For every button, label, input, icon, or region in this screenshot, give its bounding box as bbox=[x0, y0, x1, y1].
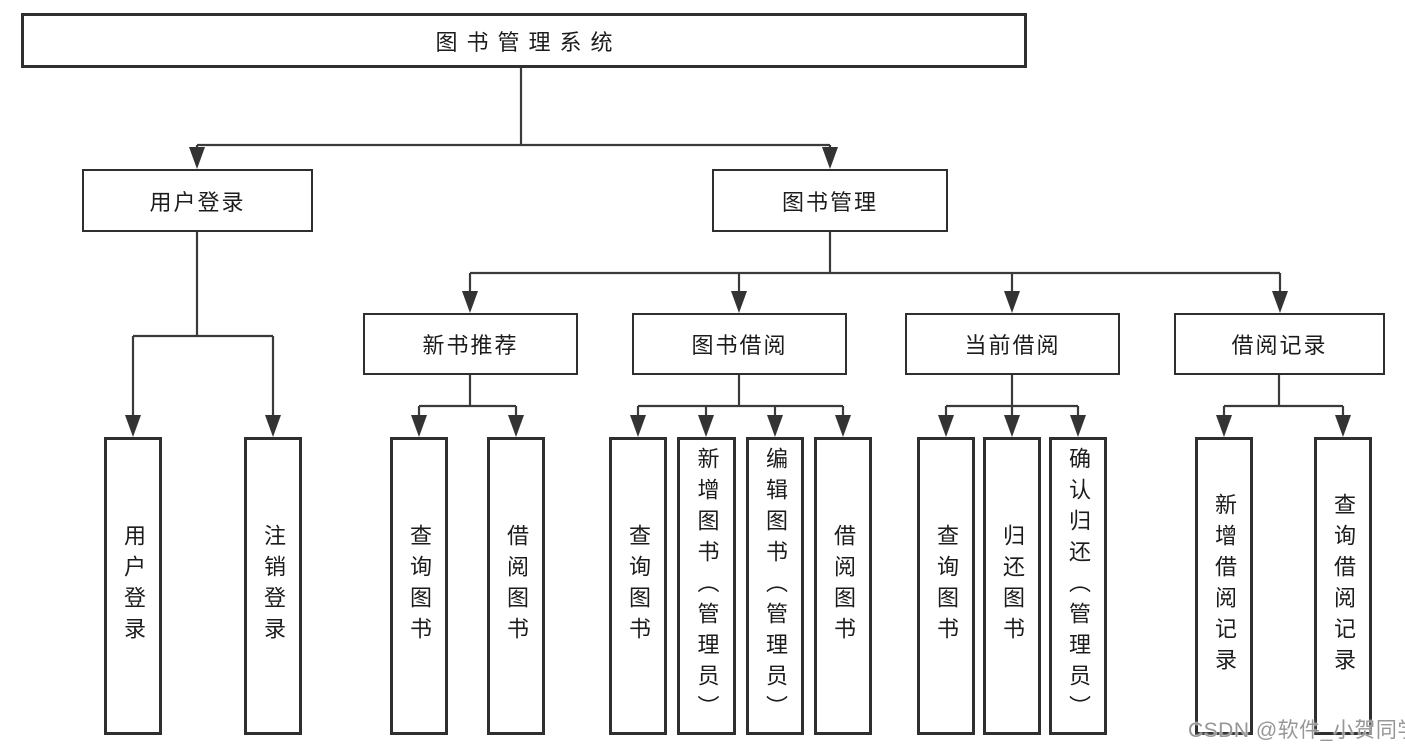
leaf-borrow-query-books: 查询图书 bbox=[609, 437, 667, 735]
connector-stems bbox=[131, 68, 1345, 418]
leaf-query-borrow-record: 查询借阅记录 bbox=[1314, 437, 1372, 735]
leaf-logout: 注销登录 bbox=[244, 437, 302, 735]
leaf-add-book-admin: 新增图书（管理员） bbox=[677, 437, 736, 735]
leaf-rec-query-books: 查询图书 bbox=[390, 437, 448, 735]
leaf-add-borrow-record: 新增借阅记录 bbox=[1195, 437, 1253, 735]
node-user-login: 用户登录 bbox=[82, 169, 313, 232]
node-borrow-records: 借阅记录 bbox=[1174, 313, 1385, 375]
leaf-user-login: 用户登录 bbox=[104, 437, 162, 735]
leaf-rec-borrow-books: 借阅图书 bbox=[487, 437, 545, 735]
csdn-watermark: CSDN @软件_小贺同学 bbox=[1188, 719, 1405, 742]
leaf-borrow-books: 借阅图书 bbox=[814, 437, 872, 735]
connector-arrowheads bbox=[125, 147, 1351, 437]
node-current-borrowing: 当前借阅 bbox=[905, 313, 1120, 375]
node-new-book-recommendation: 新书推荐 bbox=[363, 313, 578, 375]
node-library-management-system: 图书管理系统 bbox=[21, 13, 1027, 68]
node-book-borrowing: 图书借阅 bbox=[632, 313, 847, 375]
leaf-edit-book-admin: 编辑图书（管理员） bbox=[746, 437, 804, 735]
leaf-confirm-return-admin: 确认归还（管理员） bbox=[1049, 437, 1107, 735]
leaf-current-query-books: 查询图书 bbox=[917, 437, 975, 735]
leaf-return-books: 归还图书 bbox=[983, 437, 1041, 735]
node-book-management: 图书管理 bbox=[712, 169, 948, 232]
